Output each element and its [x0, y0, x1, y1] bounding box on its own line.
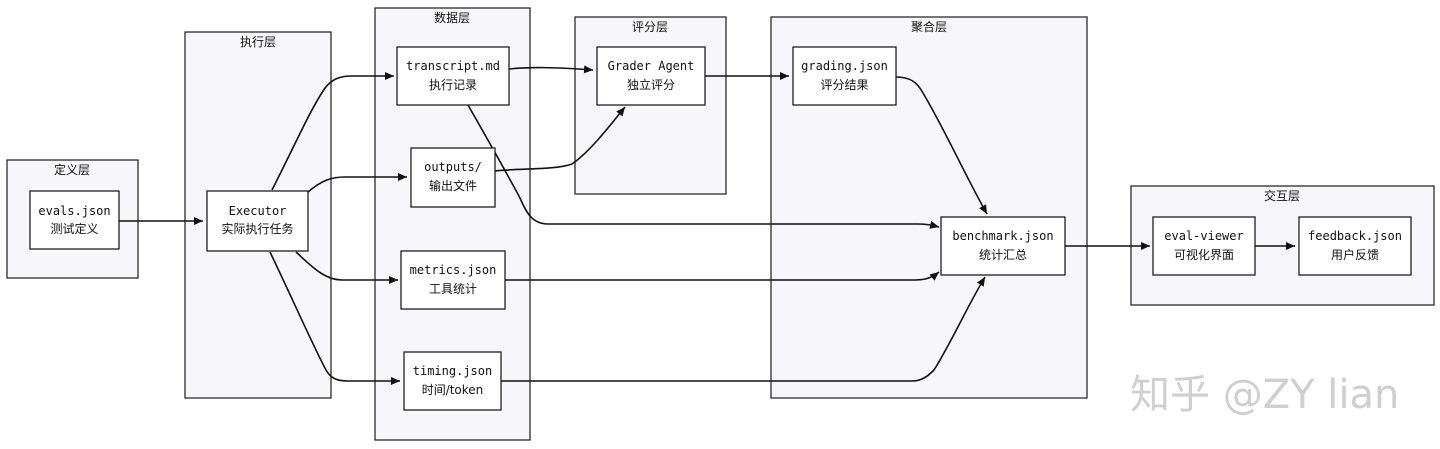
watermark: 知乎 @ZY lian [1130, 372, 1399, 418]
layer-aggregate-label: 聚合层 [911, 19, 947, 34]
edge-grading-benchmark [895, 76, 988, 215]
node-timing-subtitle: 时间/token [422, 383, 484, 397]
node-benchmark: benchmark.json 统计汇总 [940, 216, 1066, 276]
node-grader: Grader Agent 独立评分 [596, 46, 706, 106]
node-grading-subtitle: 评分结果 [820, 78, 868, 92]
edge-executor-timing [269, 251, 400, 385]
node-evals: evals.json 测试定义 [29, 190, 120, 250]
node-feedback: feedback.json 用户反馈 [1298, 216, 1412, 276]
edge-outputs-grader [493, 106, 626, 172]
node-viewer-title: eval-viewer [1164, 229, 1243, 243]
node-grader-subtitle: 独立评分 [627, 77, 675, 92]
layer-execute-label: 执行层 [240, 35, 276, 49]
node-metrics-subtitle: 工具统计 [429, 282, 477, 296]
node-timing: timing.json 时间/token [403, 351, 502, 411]
node-benchmark-subtitle: 统计汇总 [979, 248, 1027, 262]
node-benchmark-title: benchmark.json [952, 229, 1053, 243]
layer-grade-label: 评分层 [632, 20, 668, 34]
node-transcript: transcript.md 执行记录 [396, 46, 510, 106]
node-executor: Executor 实际执行任务 [206, 190, 309, 252]
node-outputs: outputs/ 输出文件 [410, 147, 496, 208]
node-evals-title: evals.json [38, 204, 110, 218]
node-viewer: eval-viewer 可视化界面 [1152, 216, 1256, 276]
node-timing-title: timing.json [413, 364, 492, 378]
node-executor-title: Executor [229, 204, 287, 218]
node-executor-subtitle: 实际执行任务 [221, 221, 293, 236]
node-transcript-subtitle: 执行记录 [429, 78, 477, 92]
edge-timing-benchmark [501, 276, 986, 382]
node-viewer-subtitle: 可视化界面 [1174, 247, 1234, 262]
node-feedback-subtitle: 用户反馈 [1331, 247, 1379, 262]
node-metrics-title: metrics.json [410, 263, 497, 277]
node-transcript-title: transcript.md [406, 59, 500, 73]
node-feedback-title: feedback.json [1308, 229, 1402, 243]
edge-metrics-benchmark [504, 271, 940, 281]
node-metrics: metrics.json 工具统计 [400, 250, 506, 310]
edge-executor-metrics [295, 251, 398, 284]
node-outputs-title: outputs/ [424, 160, 482, 174]
edge-executor-outputs [307, 173, 407, 193]
node-grading: grading.json 评分结果 [792, 46, 897, 106]
node-grading-title: grading.json [801, 59, 888, 73]
layer-data-label: 数据层 [434, 10, 470, 25]
edge-transcript-grader [508, 65, 594, 74]
layer-define-label: 定义层 [54, 162, 90, 177]
node-outputs-subtitle: 输出文件 [429, 178, 477, 193]
node-grader-title: Grader Agent [608, 59, 695, 73]
edge-executor-transcript [271, 72, 394, 191]
node-evals-subtitle: 测试定义 [50, 221, 98, 236]
layer-interact-label: 交互层 [1264, 188, 1300, 203]
edge-transcript-benchmark [467, 104, 940, 229]
edges [119, 65, 1295, 385]
